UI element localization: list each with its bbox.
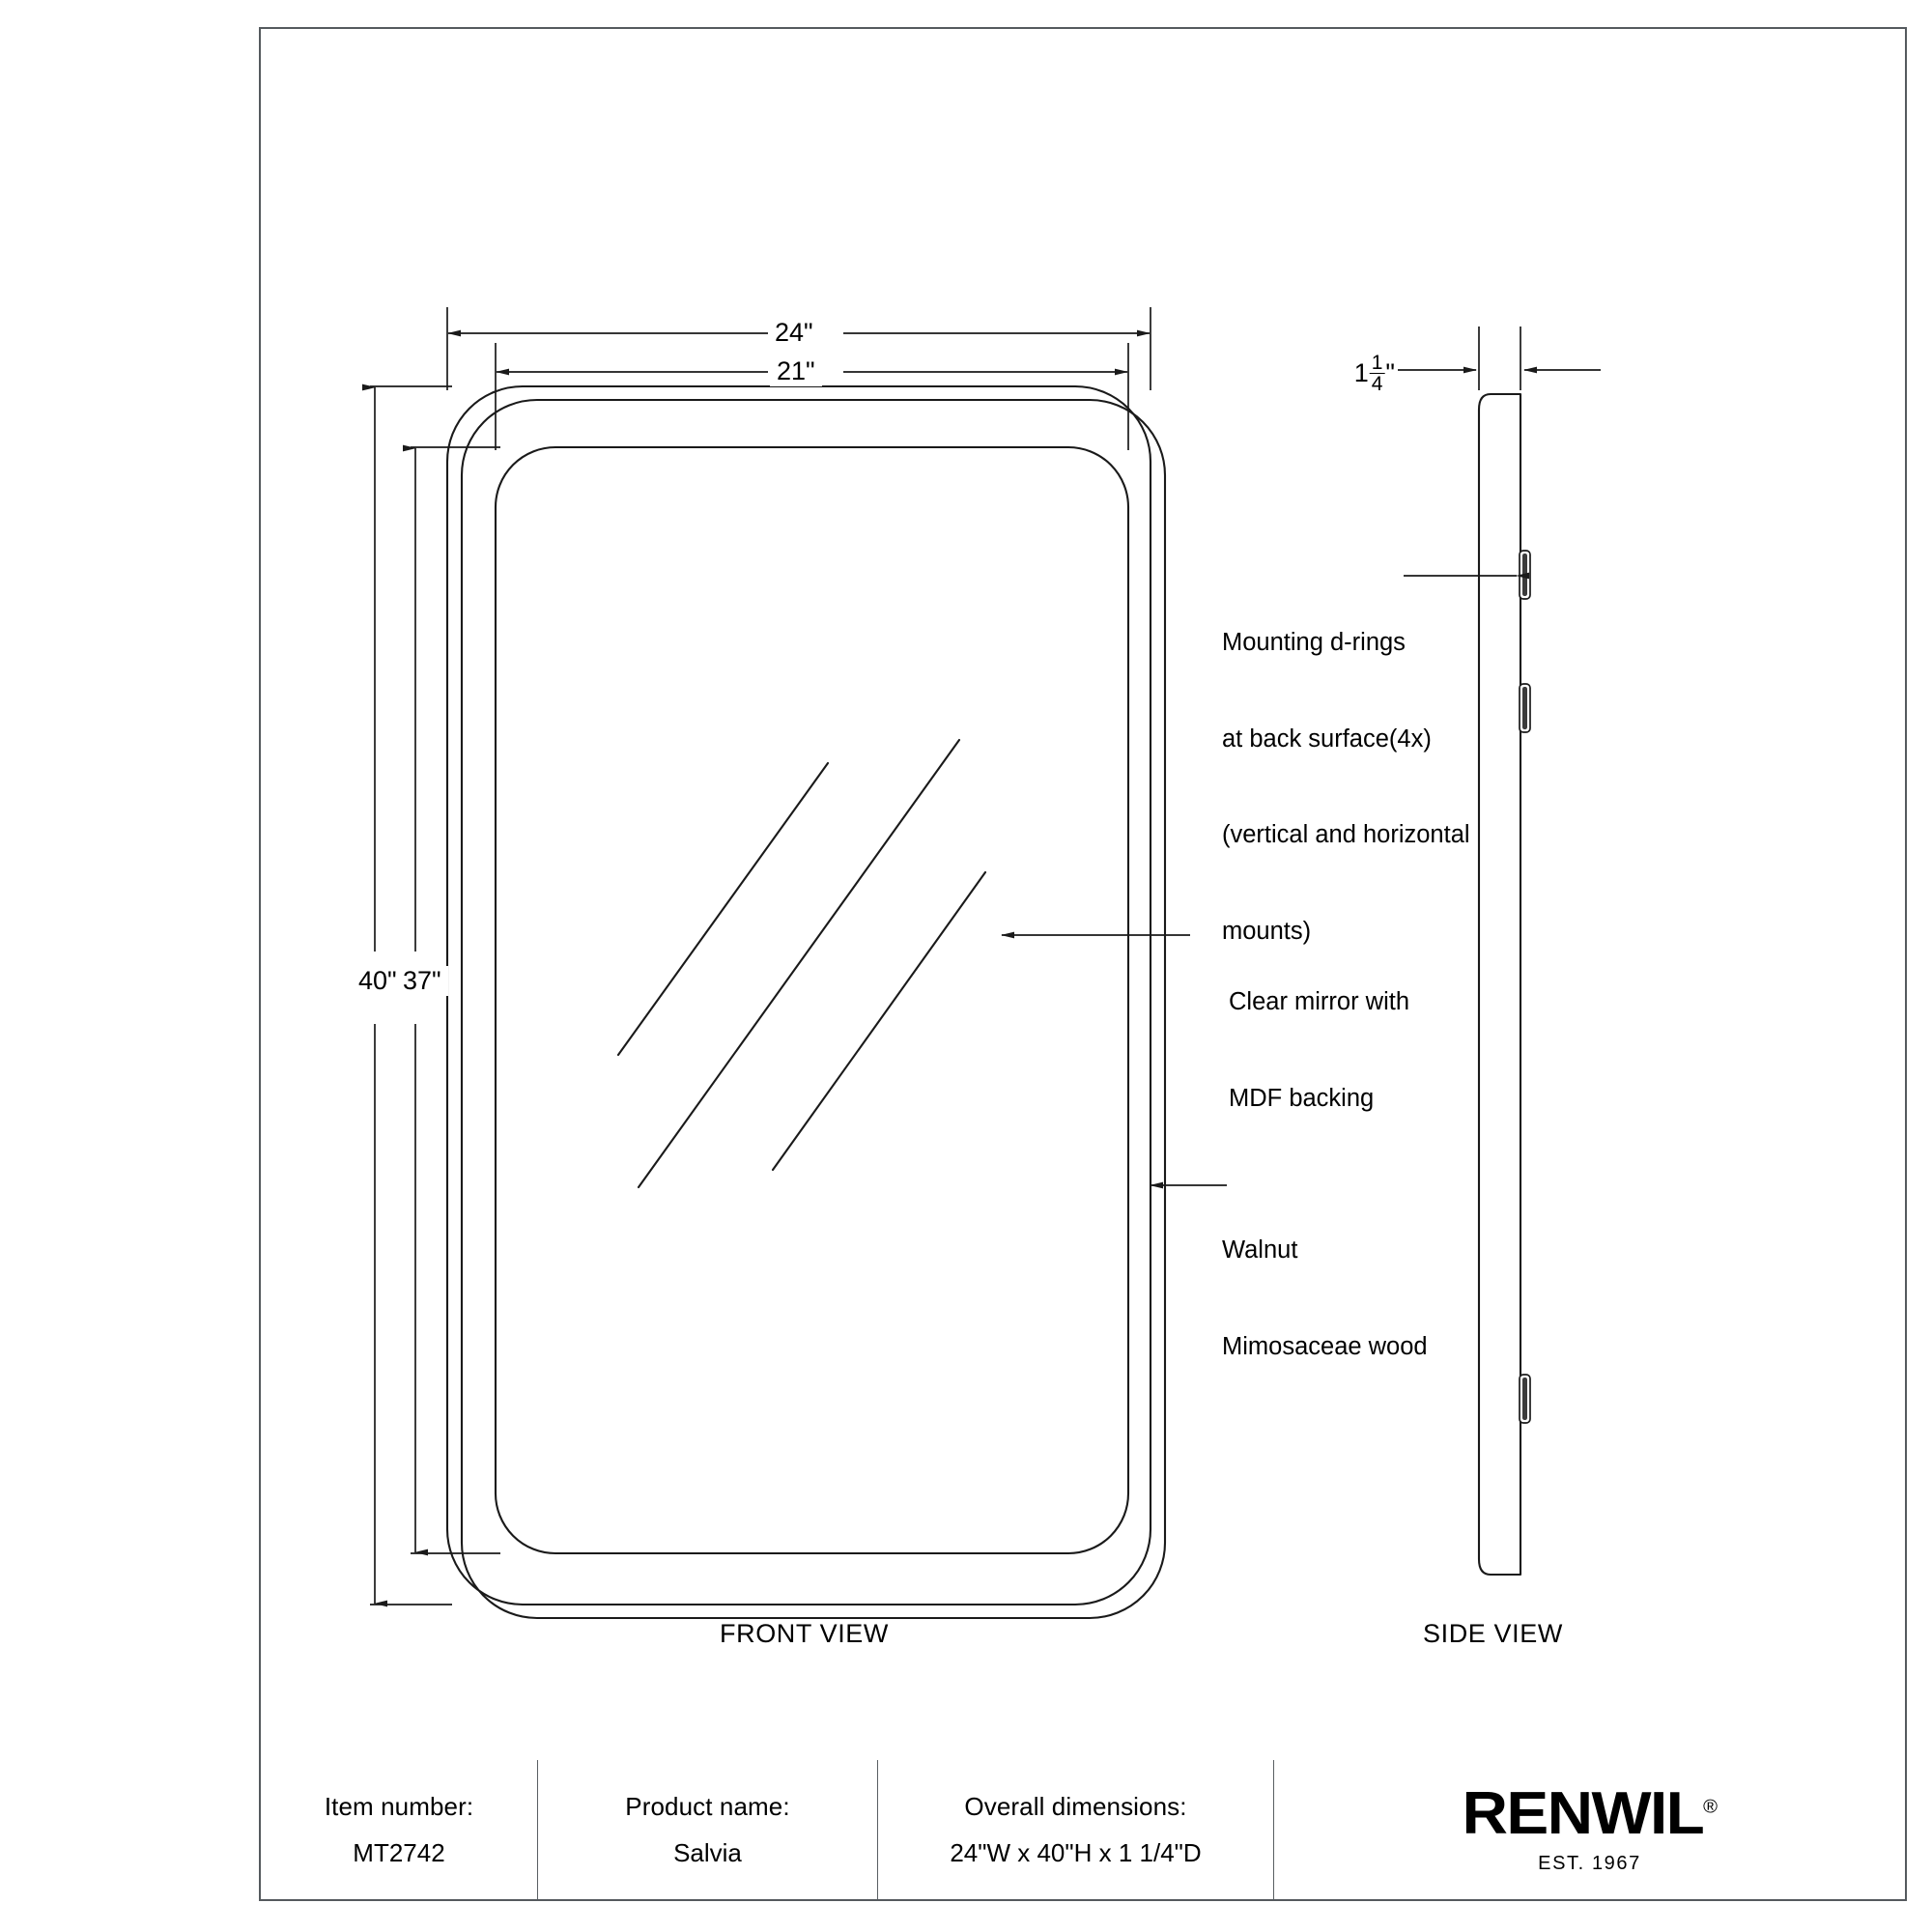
- title-block-brand-cell: RENWIL® EST. 1967: [1273, 1760, 1905, 1899]
- annotation-mounting-line-1: Mounting d-rings: [1222, 629, 1406, 657]
- overall-dimensions-value: 24"W x 40"H x 1 1/4"D: [950, 1838, 1202, 1867]
- overall-dimensions-label: Overall dimensions:: [964, 1791, 1187, 1821]
- depth-numerator: 1: [1369, 352, 1385, 375]
- frame-outer-outline: [445, 384, 1152, 1606]
- d-ring-2-fill: [1522, 687, 1527, 729]
- leader-lines: [1001, 572, 1529, 1189]
- side-view-depth-dimension: [1398, 327, 1601, 390]
- d-ring-3-fill: [1522, 1378, 1527, 1420]
- frame-outer-offset: [460, 398, 1167, 1620]
- dimension-label-width-inner: 21": [770, 356, 822, 386]
- product-name-label: Product name:: [625, 1791, 790, 1821]
- dimension-label-width-outer: 24": [768, 318, 820, 348]
- mirror-highlight-line-1: [616, 761, 830, 1057]
- dimension-label-height-inner: 37": [396, 966, 448, 996]
- annotation-material-line-2: Mimosaceae wood: [1222, 1332, 1428, 1360]
- annotation-walnut-material: Walnut Mimosaceae wood: [1222, 1171, 1428, 1427]
- title-block-dimensions-cell: Overall dimensions: 24"W x 40"H x 1 1/4"…: [877, 1760, 1273, 1899]
- side-view-geometry: [1477, 392, 1522, 1577]
- item-number-label: Item number:: [324, 1791, 474, 1821]
- dimension-label-depth: 1 1 4 ": [1350, 352, 1398, 396]
- depth-unit: ": [1385, 358, 1395, 388]
- mirror-highlight-line-3: [771, 870, 987, 1172]
- front-view-dimension-lines: [362, 307, 1151, 1607]
- sheet-border: [259, 27, 1907, 1901]
- dimension-label-height-outer: 40": [352, 966, 404, 996]
- d-ring-group: [1519, 550, 1531, 1424]
- annotation-mounting-line-4: mounts): [1222, 917, 1312, 945]
- depth-whole-number: 1: [1353, 358, 1369, 388]
- annotation-material-line-1: Walnut: [1222, 1236, 1298, 1264]
- side-profile-right-edge: [1491, 392, 1522, 1577]
- d-ring-1-fill: [1522, 554, 1527, 596]
- title-block-item-cell: Item number: MT2742: [261, 1760, 537, 1899]
- mirror-opening-outline: [494, 445, 1130, 1555]
- renwil-logo: RENWIL® EST. 1967: [1462, 1784, 1718, 1875]
- annotation-mirror-line-2: MDF backing: [1229, 1084, 1375, 1112]
- annotation-clear-mirror: Clear mirror with MDF backing: [1229, 923, 1409, 1179]
- renwil-wordmark: RENWIL®: [1462, 1784, 1718, 1844]
- front-view-geometry: [445, 384, 1167, 1620]
- depth-fraction: 1 4: [1369, 352, 1385, 396]
- depth-denominator: 4: [1371, 373, 1383, 396]
- annotation-mirror-line-1: Clear mirror with: [1229, 988, 1410, 1016]
- side-profile-left-edge: [1477, 392, 1492, 1577]
- title-block: Item number: MT2742 Product name: Salvia…: [261, 1760, 1905, 1899]
- renwil-wordmark-text: RENWIL: [1462, 1780, 1704, 1847]
- side-view-label: SIDE VIEW: [1423, 1619, 1563, 1648]
- annotation-mounting-line-2: at back surface(4x): [1222, 724, 1432, 753]
- front-view-label: FRONT VIEW: [720, 1619, 890, 1648]
- annotation-mounting-drings: Mounting d-rings at back surface(4x) (ve…: [1222, 563, 1470, 1011]
- mirror-highlight-line-2: [637, 738, 961, 1189]
- renwil-tagline: EST. 1967: [1538, 1853, 1641, 1874]
- item-number-value: MT2742: [353, 1838, 445, 1867]
- title-block-product-cell: Product name: Salvia: [537, 1760, 877, 1899]
- annotation-mounting-line-3: (vertical and horizontal: [1222, 821, 1470, 849]
- registered-trademark-icon: ®: [1702, 1797, 1718, 1818]
- product-name-value: Salvia: [673, 1838, 742, 1867]
